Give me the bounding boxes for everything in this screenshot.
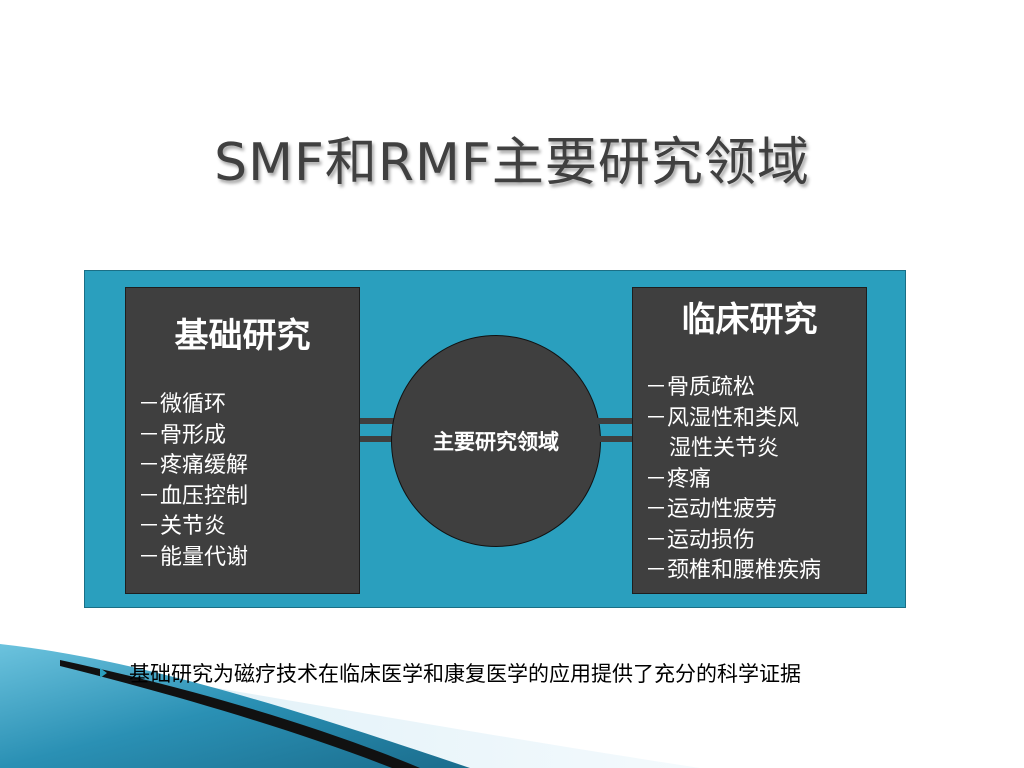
list-item: －骨质疏松 — [645, 375, 756, 400]
connector-bar — [595, 418, 632, 424]
list-item: －骨形成 — [138, 422, 227, 448]
footnote-text: 基础研究为磁疗技术在临床医学和康复医学的应用提供了充分的科学证据 — [129, 662, 801, 686]
basic-research-heading: 基础研究 — [174, 316, 311, 356]
list-item: －运动损伤 — [645, 527, 756, 553]
slide-title: SMF和RMF主要研究领域 — [214, 133, 810, 193]
list-item: －风湿性和类风 湿性关节炎 — [645, 404, 862, 465]
list-item: －微循环 — [138, 392, 227, 417]
center-label: 主要研究领域 — [433, 430, 559, 454]
connector-bar — [595, 436, 632, 442]
list-item: －颈椎和腰椎疾病 — [645, 558, 822, 583]
footnote: 基础研究为磁疗技术在临床医学和康复医学的应用提供了充分的科学证据 — [100, 658, 801, 688]
clinical-research-heading: 临床研究 — [681, 300, 818, 340]
list-item: －运动性疲劳 — [645, 497, 778, 522]
basic-research-box: 基础研究 －微循环 －骨形成 －疼痛缓解 －血压控制 －关节炎 －能量代谢 — [125, 287, 360, 594]
connector-bar — [360, 436, 396, 442]
triangle-bullet-icon — [100, 668, 107, 678]
list-item: －血压控制 — [138, 483, 249, 509]
list-item: －疼痛缓解 — [138, 453, 249, 478]
list-item: －关节炎 — [138, 514, 227, 539]
list-item: －疼痛 — [645, 466, 712, 492]
clinical-research-box: 临床研究 －骨质疏松 －风湿性和类风 湿性关节炎 －疼痛 －运动性疲劳 －运动损… — [632, 287, 867, 594]
list-item-line2: 湿性关节炎 — [669, 436, 780, 461]
list-item-line1: －风湿性和类风 — [645, 405, 800, 431]
diagram-panel: 基础研究 －微循环 －骨形成 －疼痛缓解 －血压控制 －关节炎 －能量代谢 主要… — [84, 270, 906, 608]
center-circle: 主要研究领域 — [391, 335, 601, 547]
list-item: －能量代谢 — [138, 544, 249, 570]
basic-research-list: －微循环 －骨形成 －疼痛缓解 －血压控制 －关节炎 －能量代谢 — [138, 390, 355, 573]
decorative-swoosh — [0, 644, 700, 768]
connector-bar — [360, 418, 396, 424]
clinical-research-list: －骨质疏松 －风湿性和类风 湿性关节炎 －疼痛 －运动性疲劳 －运动损伤 －颈椎… — [645, 373, 862, 587]
